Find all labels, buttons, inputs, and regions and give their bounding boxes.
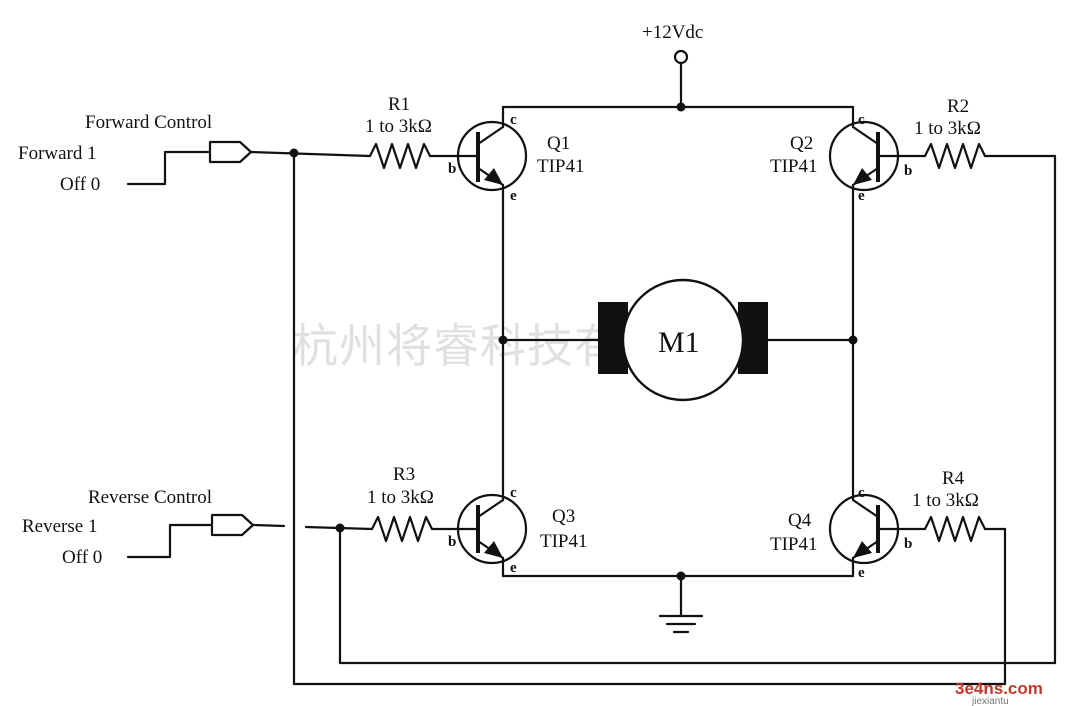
motor-label: M1 <box>658 326 700 359</box>
reverse-low-label: Off 0 <box>62 547 102 568</box>
forward-high-label: Forward 1 <box>18 143 97 164</box>
supply-label: +12Vdc <box>642 22 703 43</box>
r3-value: 1 to 3kΩ <box>367 487 434 508</box>
forward-low-label: Off 0 <box>60 174 100 195</box>
supply-rail <box>501 49 855 129</box>
q1-emitter-pin: e <box>510 188 517 204</box>
r2-name: R2 <box>947 96 969 117</box>
r1-name: R1 <box>388 94 410 115</box>
reverse-control-title: Reverse Control <box>88 487 212 508</box>
q2-emitter-pin: e <box>858 188 865 204</box>
junction-dot <box>676 102 686 112</box>
q3-collector-pin: c <box>510 485 517 501</box>
q3-name: Q3 <box>552 506 575 527</box>
resistor-r4 <box>896 515 1007 686</box>
resistor-r2 <box>896 142 1057 665</box>
q3-emitter-pin: e <box>510 560 517 576</box>
r1-value: 1 to 3kΩ <box>365 116 432 137</box>
motor-m1 <box>598 278 768 402</box>
q1-base-pin: b <box>448 161 456 177</box>
q4-base-pin: b <box>904 536 912 552</box>
resistor-r1 <box>368 142 462 170</box>
q3-base-pin: b <box>448 534 456 550</box>
transistor-q2 <box>828 120 900 192</box>
r2-value: 1 to 3kΩ <box>914 118 981 139</box>
forward-control-input <box>126 140 1007 686</box>
q2-part: TIP41 <box>770 156 818 177</box>
q1-collector-pin: c <box>510 112 517 128</box>
q1-part: TIP41 <box>537 156 585 177</box>
transistor-q1 <box>456 120 528 192</box>
q4-part: TIP41 <box>770 534 818 555</box>
transistor-q4 <box>828 493 900 565</box>
logo-sub: jiexiantu <box>971 696 1009 706</box>
r4-name: R4 <box>942 468 965 489</box>
q4-name: Q4 <box>788 510 812 531</box>
q2-name: Q2 <box>790 133 813 154</box>
ground-rail <box>501 556 855 634</box>
q4-emitter-pin: e <box>858 565 865 581</box>
q2-base-pin: b <box>904 163 912 179</box>
forward-control-title: Forward Control <box>85 112 212 133</box>
reverse-high-label: Reverse 1 <box>22 516 97 537</box>
r3-name: R3 <box>393 464 415 485</box>
resistor-r3 <box>370 515 462 543</box>
q1-name: Q1 <box>547 133 570 154</box>
r4-value: 1 to 3kΩ <box>912 490 979 511</box>
q4-collector-pin: c <box>858 485 865 501</box>
q2-collector-pin: c <box>858 112 865 128</box>
transistor-q3 <box>456 493 528 565</box>
logo-main: 3e4ns.com <box>955 679 1043 698</box>
q3-part: TIP41 <box>540 531 588 552</box>
reverse-control-input <box>126 513 1057 665</box>
site-logo: 3e4ns.com jiexiantu <box>955 679 1043 706</box>
bridge-legs <box>498 183 858 502</box>
supply-terminal <box>673 49 689 65</box>
